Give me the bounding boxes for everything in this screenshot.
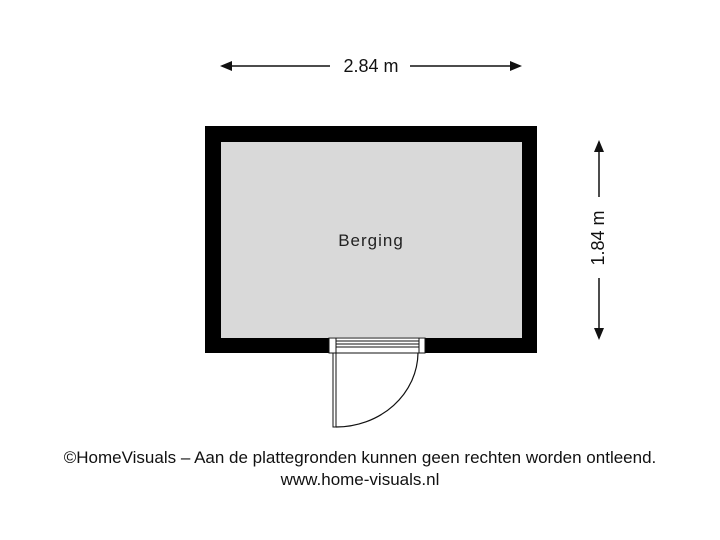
walls	[205, 126, 537, 353]
floor-plan: 2.84 m 1.84 m Berging	[205, 56, 608, 428]
room-label-berging: Berging	[338, 231, 404, 250]
room-floor	[221, 142, 522, 338]
arrow-right-icon	[510, 61, 522, 71]
arrow-down-icon	[594, 328, 604, 340]
door-leaf	[332, 352, 337, 428]
height-dimension: 1.84 m	[588, 140, 608, 340]
width-label: 2.84 m	[343, 56, 398, 76]
width-dimension: 2.84 m	[220, 56, 522, 76]
arrow-left-icon	[220, 61, 232, 71]
door-frame	[328, 337, 426, 354]
footer-copyright: ©HomeVisuals – Aan de plattegronden kunn…	[63, 448, 657, 467]
arrow-up-icon	[594, 140, 604, 152]
height-label: 1.84 m	[588, 210, 608, 265]
footer-url: www.home-visuals.nl	[280, 470, 440, 489]
door-swing-arc	[335, 352, 419, 428]
door	[328, 337, 426, 428]
